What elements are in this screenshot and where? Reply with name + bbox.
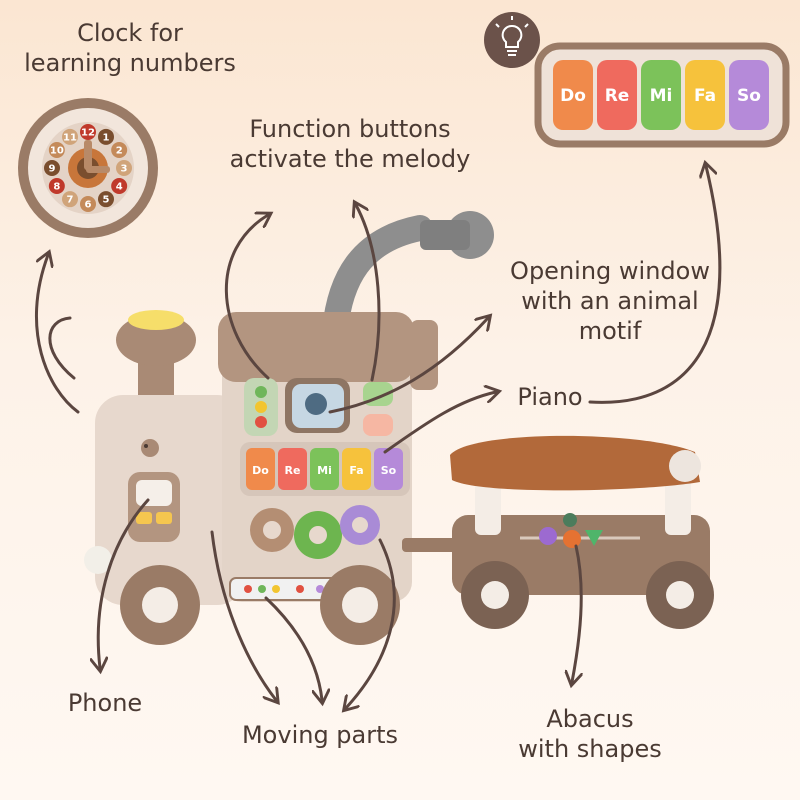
- toy-key-so: So: [374, 448, 403, 490]
- clock-label: Clock for learning numbers: [0, 18, 260, 78]
- inset-key-so: So: [729, 60, 769, 130]
- toy-key-label: Mi: [317, 464, 332, 477]
- clock-number: 1: [98, 128, 114, 145]
- toy-key-re: Re: [278, 448, 307, 490]
- toy-key-label: So: [381, 464, 397, 477]
- clock-number-label: 5: [103, 195, 110, 206]
- clock-number-label: 12: [81, 128, 95, 139]
- opening-window-label-line3: motif: [578, 317, 642, 345]
- clock-number: 3: [116, 160, 132, 176]
- toy-key-mi: Mi: [310, 448, 339, 490]
- clock-number: 11: [62, 128, 78, 145]
- clock-label-line2: learning numbers: [24, 49, 236, 77]
- inset-key-label: Do: [560, 86, 586, 106]
- toy-key-label: Do: [252, 464, 269, 477]
- clock-number-label: 11: [63, 132, 77, 143]
- phone-label: Phone: [67, 689, 143, 717]
- function-buttons-label: Function buttons activate the melody: [200, 114, 500, 174]
- clock-number: 7: [62, 191, 78, 208]
- inset-key-mi: Mi: [641, 60, 681, 130]
- clock-number-label: 3: [121, 164, 128, 175]
- clock-label-line1: Clock for: [77, 19, 183, 47]
- abacus-label: Abacus with shapes: [500, 704, 680, 764]
- toy-key-label: Re: [285, 464, 301, 477]
- opening-window-label: Opening window with an animal motif: [480, 256, 740, 346]
- toy-key-fa: Fa: [342, 448, 371, 490]
- clock-number: 4: [111, 178, 128, 194]
- inset-key-label: So: [737, 86, 761, 106]
- lightbulb-icon: [484, 12, 540, 68]
- inset-key-label: Mi: [650, 86, 673, 106]
- inset-key-label: Fa: [694, 86, 716, 106]
- inset-key-fa: Fa: [685, 60, 725, 130]
- clock-number: 5: [98, 191, 114, 208]
- opening-window-label-line1: Opening window: [510, 257, 710, 285]
- toy-key-do: Do: [246, 448, 275, 490]
- toy-key-label: Fa: [349, 464, 363, 477]
- piano-inset: Do Re Mi Fa So: [534, 42, 790, 148]
- clock-number-label: 8: [53, 182, 60, 193]
- function-buttons-label-line2: activate the melody: [229, 145, 471, 173]
- clock-number: 12: [80, 124, 96, 140]
- abacus-label-line1: Abacus: [546, 705, 634, 733]
- clock-number-label: 6: [85, 200, 92, 211]
- inset-key-re: Re: [597, 60, 637, 130]
- opening-window-label-line2: with an animal: [521, 287, 699, 315]
- piano-label: Piano: [517, 383, 583, 411]
- clock-number: 6: [80, 196, 96, 212]
- clock-number-label: 7: [67, 195, 74, 206]
- clock-number-label: 1: [103, 132, 110, 143]
- clock-number: 10: [48, 142, 65, 158]
- clock-number-label: 9: [49, 164, 56, 175]
- clock-number-label: 2: [116, 146, 123, 157]
- clock-number-label: 4: [116, 182, 123, 193]
- inset-key-do: Do: [553, 60, 593, 130]
- inset-key-label: Re: [605, 86, 630, 106]
- abacus-label-line2: with shapes: [518, 735, 662, 763]
- clock-number-label: 10: [50, 146, 64, 157]
- clock-number: 2: [111, 142, 128, 158]
- clock-number: 9: [44, 160, 60, 176]
- clock-number: 8: [48, 178, 65, 194]
- function-buttons-label-line1: Function buttons: [249, 115, 451, 143]
- moving-parts-label: Moving parts: [241, 721, 399, 749]
